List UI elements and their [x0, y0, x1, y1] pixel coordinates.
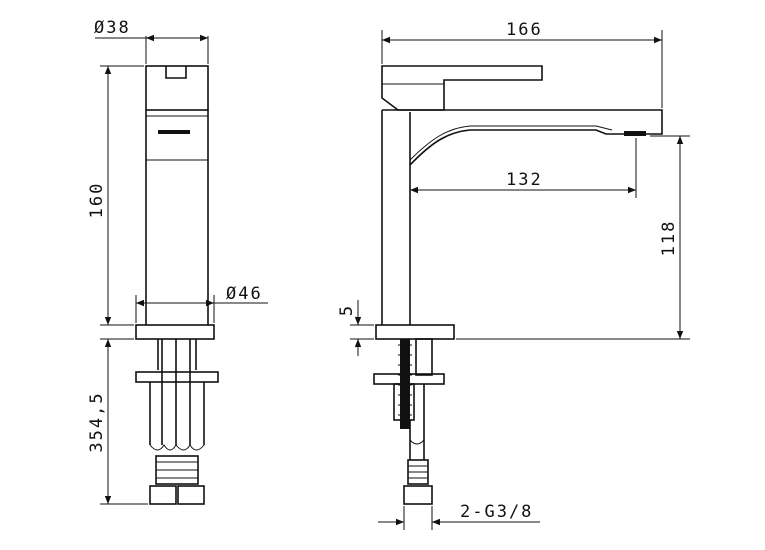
- side-view: 166 132 118 5 2-G3/8: [337, 20, 690, 530]
- dim-spout-reach: 132: [506, 170, 543, 190]
- cap-notch: [165, 66, 187, 79]
- side-connection-nut: [403, 485, 433, 505]
- side-lever: [381, 65, 543, 111]
- side-body: [381, 110, 411, 325]
- dim-outlet-height: 118: [659, 220, 679, 257]
- side-spout-curve: [409, 129, 622, 166]
- handle-cap: [145, 65, 209, 111]
- front-view: Ø38 160 Ø46 354,5: [87, 18, 268, 505]
- front-mounting-plate: [135, 371, 219, 383]
- dim-hose-length: 354,5: [87, 391, 107, 452]
- front-nut-left: [149, 485, 177, 505]
- side-base: [375, 324, 455, 340]
- dim-base-diameter: Ø46: [226, 284, 263, 304]
- front-nut-right: [177, 485, 205, 505]
- dim-height-total: 160: [87, 182, 107, 219]
- dim-spout-length: 166: [506, 20, 543, 40]
- front-base: [135, 324, 215, 340]
- side-aerator: [624, 131, 646, 136]
- side-shank: [415, 338, 433, 376]
- dim-connection-thread: 2-G3/8: [460, 502, 533, 522]
- front-body: [145, 110, 209, 325]
- aerator: [158, 130, 190, 134]
- dim-base-thickness: 5: [337, 304, 357, 316]
- side-nut: [393, 383, 415, 421]
- dim-top-diameter: Ø38: [94, 18, 131, 38]
